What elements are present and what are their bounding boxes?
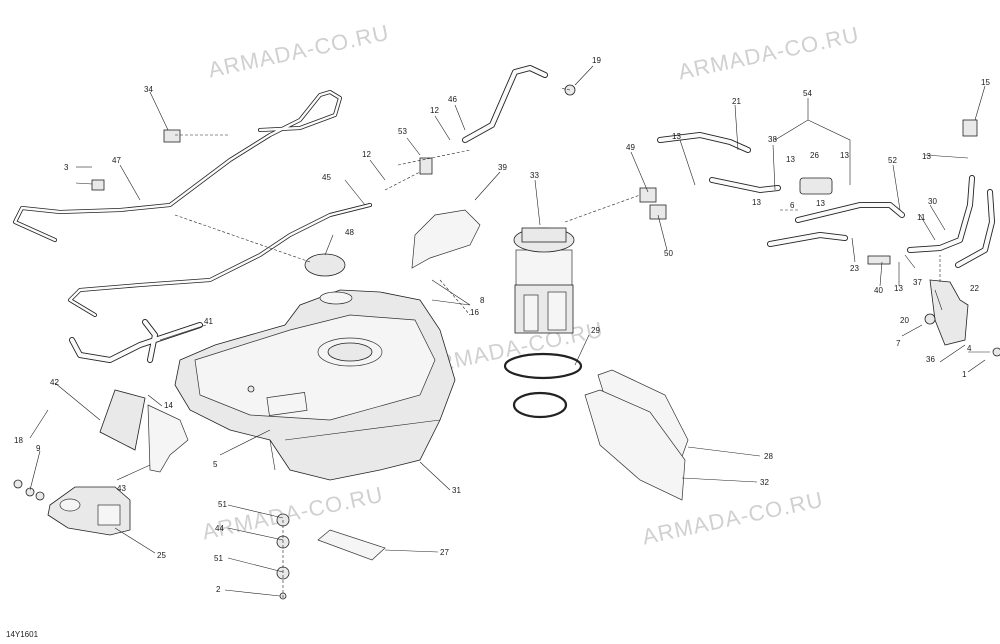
callout-13d: 13 [922, 152, 931, 161]
callout-41: 41 [204, 317, 213, 326]
callout-51b: 51 [214, 554, 223, 563]
hose-right-upper [709, 177, 905, 247]
callout-12b: 12 [430, 106, 439, 115]
leader-lines [29, 65, 990, 597]
label-27 [317, 529, 386, 561]
seal-rings [503, 352, 583, 419]
callout-13b: 13 [786, 155, 795, 164]
callout-16: 16 [470, 308, 479, 317]
callout-22: 22 [970, 284, 979, 293]
fuel-tank [174, 289, 456, 481]
callout-13c: 13 [840, 151, 849, 160]
callout-46: 46 [448, 95, 457, 104]
callout-47: 47 [112, 156, 121, 165]
callout-51a: 51 [218, 500, 227, 509]
drawing-code: 14Y1601 [6, 630, 39, 639]
bracket-20 [929, 279, 969, 346]
callout-29: 29 [591, 326, 600, 335]
callout-50: 50 [664, 249, 673, 258]
bracket-43 [147, 404, 189, 473]
callout-48: 48 [345, 228, 354, 237]
callout-20: 20 [900, 316, 909, 325]
callout-49: 49 [626, 143, 635, 152]
callout-23: 23 [850, 264, 859, 273]
callout-53: 53 [398, 127, 407, 136]
callout-5: 5 [213, 460, 218, 469]
vent-hose-47 [13, 90, 342, 242]
callout-1: 1 [962, 370, 967, 379]
callout-11: 11 [917, 213, 926, 222]
callout-32: 32 [760, 478, 769, 487]
callout-19: 19 [592, 56, 601, 65]
callout-37: 37 [913, 278, 922, 287]
callout-40: 40 [874, 286, 883, 295]
callout-30: 30 [928, 197, 937, 206]
callout-25: 25 [157, 551, 166, 560]
hose-30-22 [907, 175, 995, 268]
callout-33: 33 [530, 171, 539, 180]
callout-38: 38 [768, 135, 777, 144]
fuel-pump [513, 227, 575, 334]
callout-45: 45 [322, 173, 331, 182]
callout-54: 54 [803, 89, 812, 98]
callout-labels: 34 3 47 41 42 14 18 9 43 25 5 45 48 12 5… [14, 56, 990, 594]
callout-43: 43 [117, 484, 126, 493]
callout-2: 2 [216, 585, 221, 594]
filler-neck [319, 291, 353, 305]
vent-hose-45 [68, 203, 372, 317]
callout-21: 21 [732, 97, 741, 106]
callout-52: 52 [888, 156, 897, 165]
callout-12a: 12 [362, 150, 371, 159]
hose-41 [69, 319, 203, 363]
fittings [13, 84, 1000, 600]
callout-18: 18 [14, 436, 23, 445]
callout-4: 4 [967, 344, 972, 353]
callout-13a: 13 [672, 132, 681, 141]
callout-7: 7 [896, 339, 901, 348]
callout-13e: 13 [752, 198, 761, 207]
callout-26: 26 [810, 151, 819, 160]
bracket-39 [411, 209, 481, 269]
evap-canister [47, 486, 131, 536]
callout-28: 28 [764, 452, 773, 461]
callout-9: 9 [36, 444, 41, 453]
callout-44: 44 [215, 524, 224, 533]
callout-36: 36 [926, 355, 935, 364]
callout-8: 8 [480, 296, 485, 305]
filler-cap [304, 253, 346, 277]
callout-13f: 13 [816, 199, 825, 208]
callout-42: 42 [50, 378, 59, 387]
assembly-lines [174, 87, 941, 600]
heat-shield-32 [584, 389, 686, 501]
hose-46 [462, 65, 548, 143]
callout-27: 27 [440, 548, 449, 557]
fuel-filter [799, 177, 833, 195]
hose-21 [657, 132, 751, 153]
callout-31: 31 [452, 486, 461, 495]
callout-6: 6 [790, 201, 795, 210]
callout-14: 14 [164, 401, 173, 410]
callout-13g: 13 [894, 284, 903, 293]
callout-15: 15 [981, 78, 990, 87]
module-42 [99, 389, 146, 451]
callout-39: 39 [498, 163, 507, 172]
callout-34: 34 [144, 85, 153, 94]
callout-3: 3 [64, 163, 69, 172]
